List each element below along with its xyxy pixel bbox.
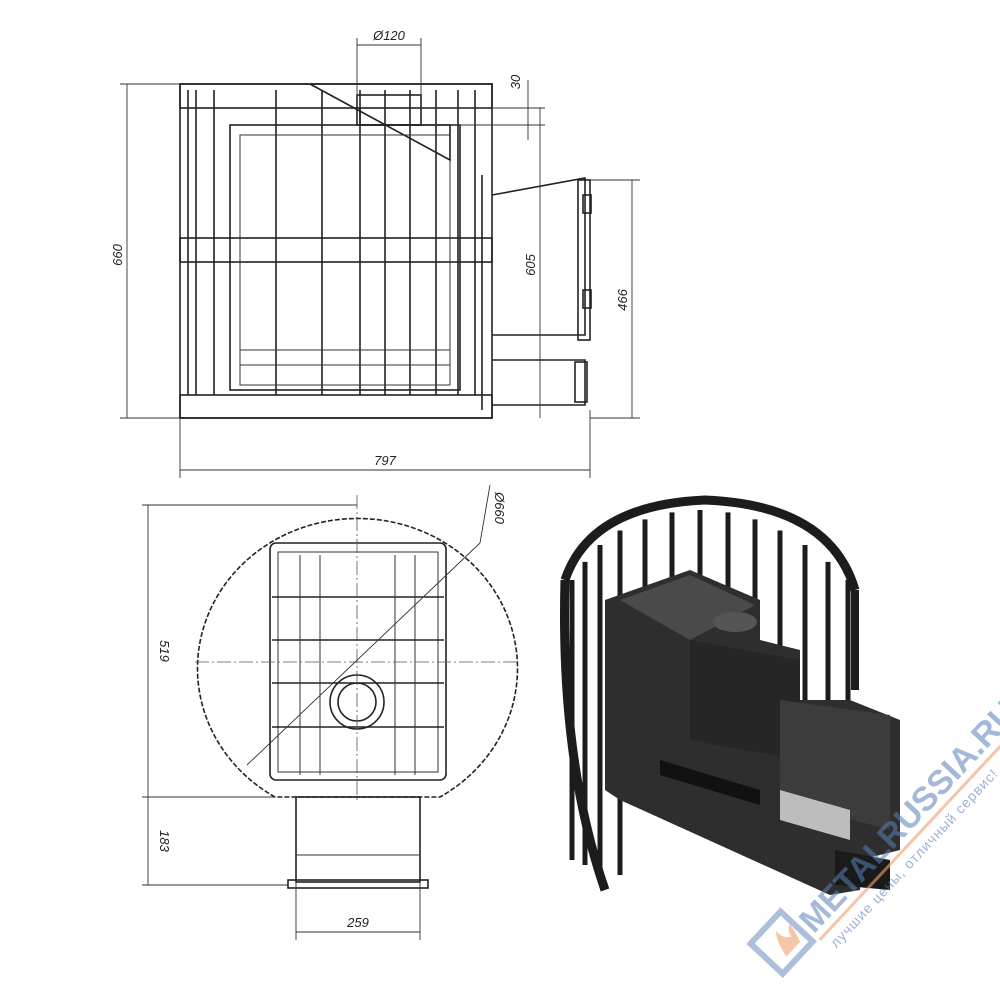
front-view-dimensions: 660 797 Ø120 30 605 466 [110,28,640,478]
dim-height: 660 [110,243,125,265]
dim-tunnel-height: 466 [615,288,630,310]
dim-top-offset: 30 [508,74,523,89]
grate-grid [272,555,444,775]
cage-rods [187,90,476,395]
dim-chimney-diameter: Ø120 [372,28,406,43]
top-view-dimensions: 519 183 259 [142,504,421,940]
dim-cage-diameter: Ø660 [492,491,507,525]
stove-3d-render [560,495,900,895]
dim-length: 797 [374,453,396,468]
dim-tunnel-length: 183 [157,830,172,852]
dim-flue-height: 605 [523,253,538,275]
front-view [179,83,592,419]
dim-tunnel-width: 259 [346,915,369,930]
dim-body-depth: 519 [157,640,172,662]
top-view: Ø660 [195,484,520,889]
